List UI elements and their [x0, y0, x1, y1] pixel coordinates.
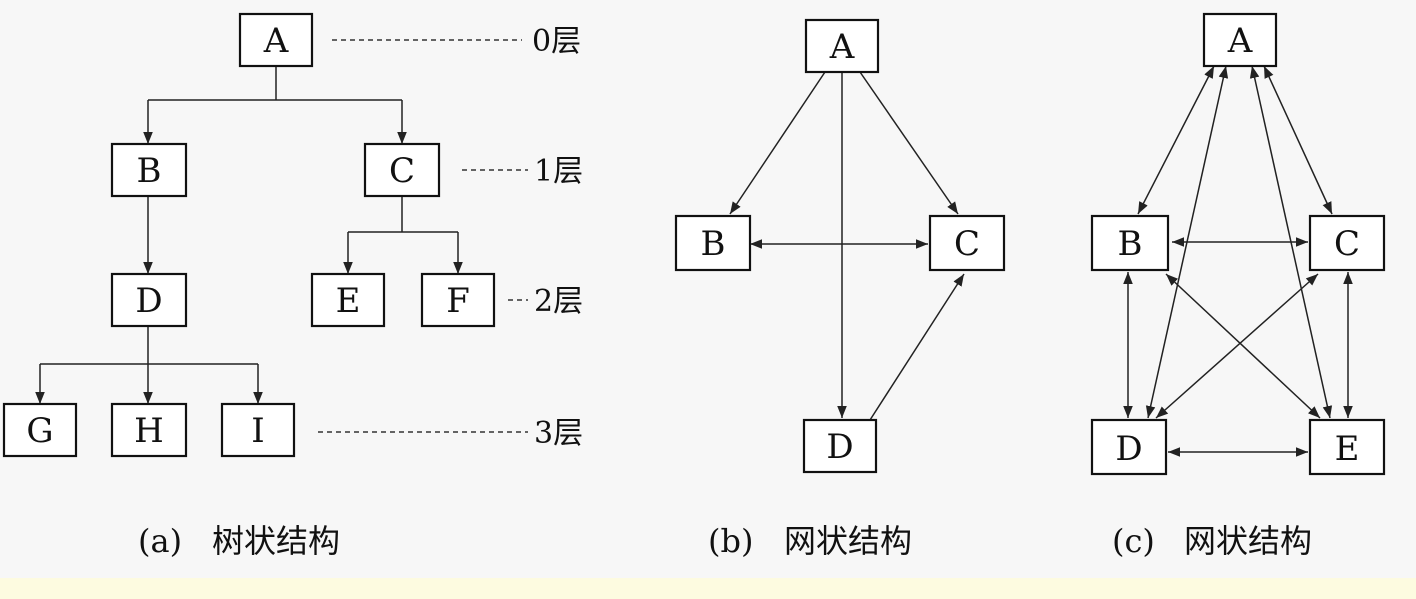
- edge-b-a-to-c: [859, 71, 959, 215]
- tree-node-i: I: [220, 402, 296, 458]
- tree-diagram: A B C D E F G H: [2, 12, 583, 560]
- tree-node-f: F: [420, 272, 496, 328]
- net-c-node-c: C: [1308, 214, 1386, 272]
- node-label: E: [1335, 429, 1360, 469]
- tree-node-g: G: [2, 402, 78, 458]
- node-label: I: [251, 411, 264, 451]
- net-c-node-e: E: [1308, 418, 1386, 476]
- network-diagram-c: A B C D E (c) 网状结构: [1090, 12, 1386, 560]
- node-label: C: [1334, 224, 1360, 264]
- edge-c-e-f-branch: [348, 196, 458, 233]
- edge-c-c-d: [1155, 273, 1319, 419]
- edge-c-a-c: [1263, 65, 1333, 215]
- node-label: D: [826, 427, 853, 467]
- tree-node-b: B: [110, 142, 188, 198]
- level-label-2: 2层: [534, 284, 583, 319]
- caption-tag-b: (b): [708, 522, 753, 560]
- edge-c-a-b: [1137, 65, 1215, 215]
- level-label-0: 0层: [532, 24, 581, 59]
- net-b-node-c: C: [928, 214, 1006, 272]
- footer-band: [0, 578, 1416, 599]
- tree-node-d: D: [110, 272, 188, 328]
- caption-text-a: 树状结构: [212, 522, 340, 560]
- node-label: B: [1118, 224, 1143, 264]
- caption-tag-a: (a): [138, 522, 182, 560]
- node-label: C: [389, 151, 415, 191]
- node-label: C: [954, 224, 980, 264]
- tree-node-c: C: [363, 142, 441, 198]
- net-b-node-d: D: [802, 418, 878, 474]
- node-label: E: [336, 281, 361, 321]
- tree-node-h: H: [110, 402, 188, 458]
- level-label-1: 1层: [534, 154, 583, 189]
- edge-b-a-to-b: [729, 71, 826, 215]
- level-label-3: 3层: [534, 416, 583, 451]
- net-c-node-a: A: [1202, 12, 1278, 68]
- node-label: B: [701, 224, 726, 264]
- edge-b-d-to-c: [869, 273, 965, 421]
- caption-tag-c: (c): [1112, 522, 1155, 560]
- net-b-node-a: A: [804, 18, 880, 74]
- node-label: D: [135, 281, 162, 321]
- edge-a-b-c-branch: [148, 66, 402, 101]
- caption-text-b: 网状结构: [784, 522, 912, 560]
- tree-node-e: E: [310, 272, 386, 328]
- node-label: D: [1115, 429, 1142, 469]
- node-label: G: [26, 411, 53, 451]
- net-c-node-b: B: [1090, 214, 1170, 272]
- node-label: A: [1227, 21, 1253, 61]
- net-c-node-d: D: [1090, 418, 1168, 476]
- tree-node-a: A: [238, 12, 314, 68]
- node-label: H: [134, 411, 164, 451]
- caption-text-c: 网状结构: [1184, 522, 1312, 560]
- net-b-node-b: B: [674, 214, 752, 272]
- network-diagram-b: A B C D (b) 网状结构: [674, 18, 1006, 560]
- node-label: A: [263, 21, 289, 61]
- node-label: B: [137, 151, 162, 191]
- node-label: F: [446, 281, 470, 321]
- edge-c-b-e: [1165, 273, 1321, 419]
- node-label: A: [829, 27, 855, 67]
- edge-d-g-h-i-branch: [40, 326, 258, 365]
